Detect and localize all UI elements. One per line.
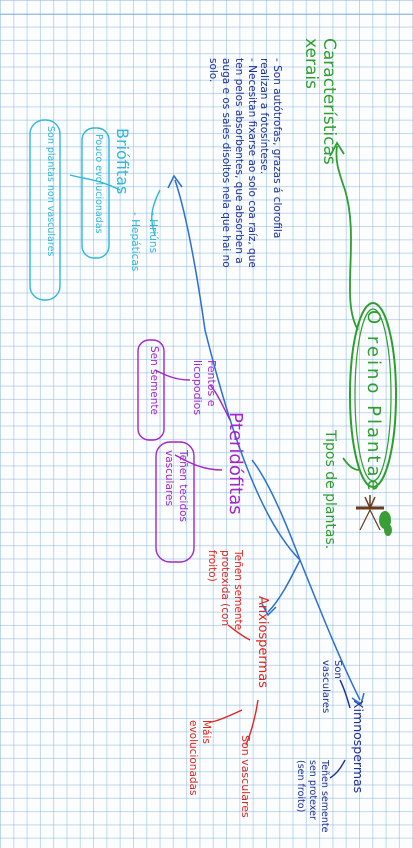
cloud-sen-semente bbox=[137, 339, 165, 441]
branch-ximnospermas bbox=[299, 559, 361, 701]
arrow-head-ximnospermas bbox=[351, 692, 365, 706]
central-topic-bubble bbox=[349, 302, 397, 488]
briofitas-examples: - Hriúns - Hepáticas bbox=[129, 212, 159, 272]
connector-ximnospermas-vasculares bbox=[339, 679, 351, 709]
ximnospermas-note-1: Son vasculares bbox=[320, 660, 343, 714]
connector-pteridofitas-fentos bbox=[209, 384, 231, 421]
anxiospermas-title: Anxiospermas bbox=[255, 596, 270, 688]
cloud-tecidos bbox=[155, 441, 195, 563]
characteristics-title: Características xerais bbox=[301, 38, 339, 165]
branch-briofitas bbox=[174, 179, 301, 561]
connector-fentos-sen-semente bbox=[154, 369, 191, 381]
central-topic: O reino Plantae bbox=[363, 310, 384, 494]
connector-anxiospermas-vasculares bbox=[245, 699, 259, 746]
connector-briofitas-notes bbox=[69, 174, 121, 191]
cloud-briofitas-note-2 bbox=[81, 127, 110, 259]
pteridofitas-examples: Fentos e licopodios bbox=[191, 360, 218, 416]
briofitas-title: Briófitas bbox=[113, 128, 132, 195]
briofitas-note-2: Pouco evolucionadas bbox=[93, 134, 104, 234]
characteristics-point-1: - Son autótrofas, grazas á clorofila rea… bbox=[258, 58, 283, 239]
anxiospermas-note-2: Son vasculares bbox=[239, 735, 252, 818]
connector-characteristics bbox=[335, 145, 359, 331]
cloud-briofitas-note-1 bbox=[29, 119, 61, 301]
connector-ximnospermas-semente bbox=[329, 759, 346, 779]
central-topic-bubble-inner bbox=[354, 308, 392, 482]
page-margin-line bbox=[0, 0, 413, 15]
branch-anxiospermas bbox=[267, 559, 301, 613]
connector-types bbox=[342, 457, 361, 471]
ximnospermas-note-2: Teñen semente sen protexer (sen froito) bbox=[295, 760, 330, 833]
ximnospermas-title: Ximnospermas bbox=[351, 700, 366, 794]
anxiospermas-note-1: Teñen semente protexida (con froito) bbox=[206, 550, 244, 631]
connector-briofitas-examples bbox=[151, 189, 161, 236]
briofitas-note-1: Son plantas non vasculares bbox=[45, 126, 56, 257]
types-label: Tipos de plantas. bbox=[322, 430, 338, 550]
anxiospermas-note-3: Máis evolucionadas bbox=[187, 720, 212, 796]
pteridofitas-title: Pteridófitas bbox=[225, 412, 246, 515]
connector-anxiospermas-semente bbox=[227, 624, 251, 641]
arrow-head-characteristics bbox=[329, 141, 345, 157]
arrow-head-briofitas bbox=[167, 174, 183, 189]
plant-drawing-icon bbox=[356, 495, 392, 536]
pteridofitas-note-1: Sen semente bbox=[148, 346, 160, 415]
characteristics-point-2: - Necesitan fixarse ao solo coa raíz, qu… bbox=[207, 58, 258, 268]
connector-anxiospermas-evolucionadas bbox=[209, 709, 243, 723]
branch-pteridofitas bbox=[251, 459, 301, 561]
pteridofitas-note-2: Teñen tecidos vasculares bbox=[163, 450, 189, 523]
arrow-head-anxiospermas bbox=[261, 603, 277, 617]
